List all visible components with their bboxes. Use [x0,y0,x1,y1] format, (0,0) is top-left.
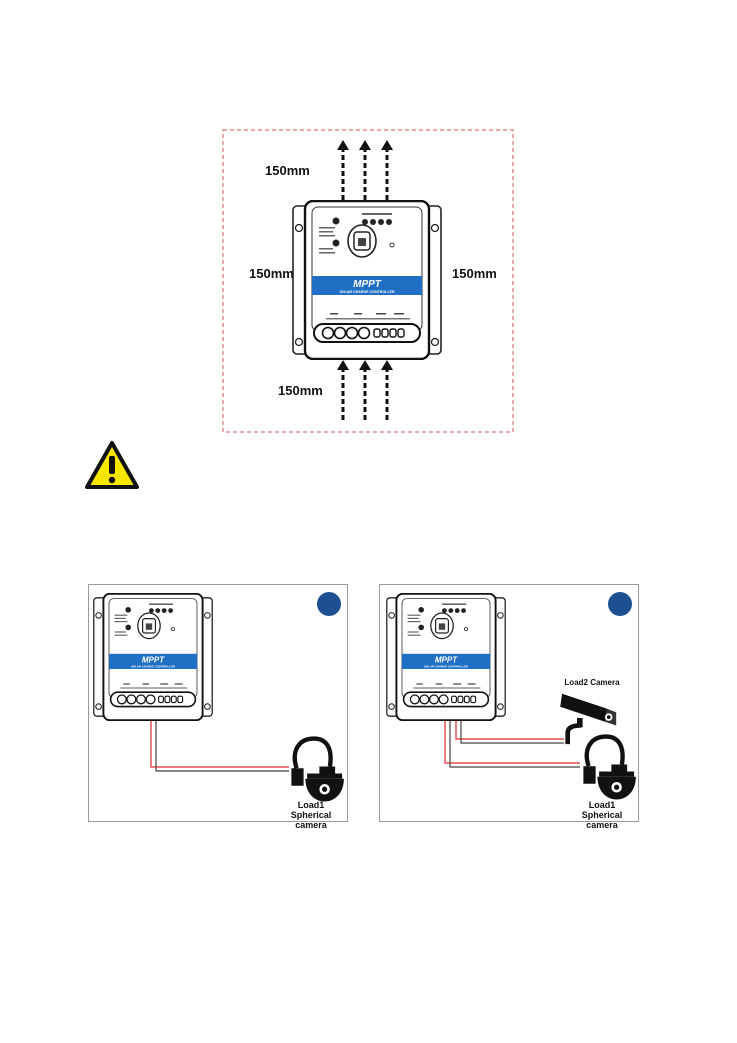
charge-controller-image [292,200,442,360]
clearance-top-label: 150mm [265,163,310,178]
dashed-arrow-up-icon [337,360,349,422]
dashed-arrow-up-icon [381,360,393,422]
clearance-right-label: 150mm [452,266,497,281]
clearance-left-label: 150mm [249,266,294,281]
load1-label-line1: Load1 [566,800,638,810]
dashed-arrow-up-icon [381,140,393,202]
dashed-arrow-up-icon [359,360,371,422]
dashed-arrow-up-icon [359,140,371,202]
dashed-arrow-up-icon [337,140,349,202]
load1-label: Load1 Spherical camera [275,800,347,830]
load1-label-line2: Spherical camera [275,810,347,830]
wiring-diagram-dual-load: Load2 Camera Load1 Spherical camera [379,584,639,822]
dome-camera-icon [284,735,346,805]
clearance-diagram: 150mm 150mm 150mm 150mm [0,0,737,440]
load1-label: Load1 Spherical camera [566,800,638,830]
wiring-diagram-single-load: Load1 Spherical camera [88,584,348,822]
load1-label-line1: Load1 [275,800,347,810]
load1-label-line2: Spherical camera [566,810,638,830]
clearance-bottom-label: 150mm [278,383,323,398]
dome-camera-icon [576,733,638,803]
warning-triangle-icon [84,440,140,490]
